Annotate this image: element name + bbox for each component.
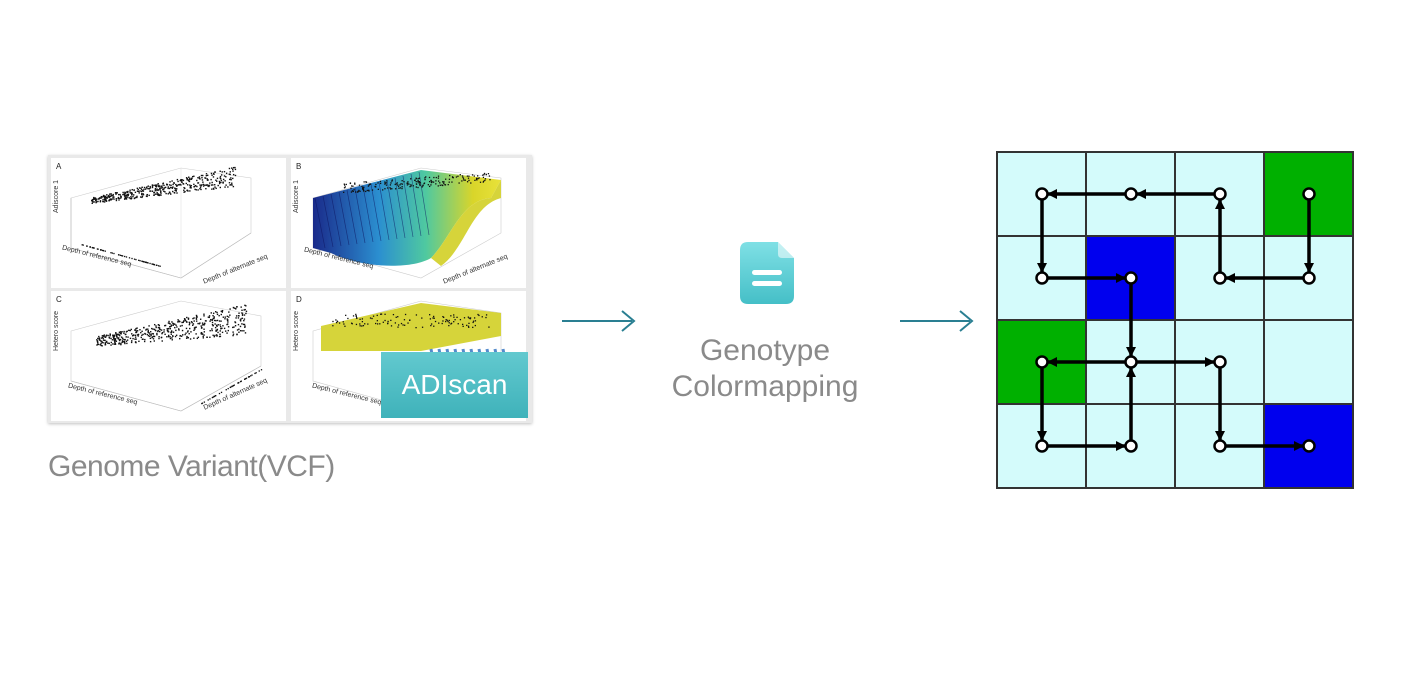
path-node bbox=[1035, 439, 1049, 453]
step-label-line2: Colormapping bbox=[671, 370, 859, 403]
y-axis-label: Adiscore 1 bbox=[53, 179, 60, 213]
grid-cell bbox=[1263, 319, 1354, 405]
path-node bbox=[1213, 271, 1227, 285]
plot-a-graphic bbox=[70, 166, 252, 279]
y-axis-label: Hetero score bbox=[53, 310, 60, 351]
y-axis-label: Adiscore 1 bbox=[293, 179, 300, 213]
path-node bbox=[1124, 187, 1138, 201]
panel-label: A bbox=[56, 162, 62, 171]
arrow-right-icon bbox=[562, 310, 636, 332]
path-node bbox=[1124, 355, 1138, 369]
plot-c-graphic bbox=[70, 300, 263, 412]
input-caption: Genome Variant(VCF) bbox=[48, 450, 335, 483]
path-node bbox=[1124, 439, 1138, 453]
genotype-colormap-grid bbox=[996, 151, 1354, 489]
path-node bbox=[1035, 271, 1049, 285]
path-node bbox=[1213, 355, 1227, 369]
path-node bbox=[1302, 439, 1316, 453]
arrow-right-icon bbox=[900, 310, 974, 332]
adiscan-badge: ADIscan bbox=[381, 352, 528, 418]
adiscan-plots-figure: A Adiscore 1 Depth of reference seq Dept… bbox=[48, 155, 532, 423]
document-icon bbox=[740, 242, 794, 304]
plot-b-graphic bbox=[312, 167, 502, 279]
panel-label: D bbox=[296, 295, 302, 304]
path-node bbox=[1035, 355, 1049, 369]
plot-panel-b: B Adiscore 1 Depth of reference seq Dept… bbox=[291, 158, 526, 288]
panel-label: C bbox=[56, 295, 62, 304]
path-node bbox=[1124, 271, 1138, 285]
plot-panel-a: A Adiscore 1 Depth of reference seq Dept… bbox=[51, 158, 286, 288]
path-node bbox=[1213, 187, 1227, 201]
path-node bbox=[1302, 271, 1316, 285]
panel-label: B bbox=[296, 162, 302, 171]
step-label: Genotype Colormapping bbox=[640, 333, 890, 405]
path-node bbox=[1035, 187, 1049, 201]
y-axis-label: Hetero score bbox=[293, 310, 300, 351]
step-label-line1: Genotype bbox=[699, 334, 831, 367]
path-node bbox=[1302, 187, 1316, 201]
path-node bbox=[1213, 439, 1227, 453]
plot-panel-c: C Hetero score Depth of reference seq De… bbox=[51, 291, 286, 421]
